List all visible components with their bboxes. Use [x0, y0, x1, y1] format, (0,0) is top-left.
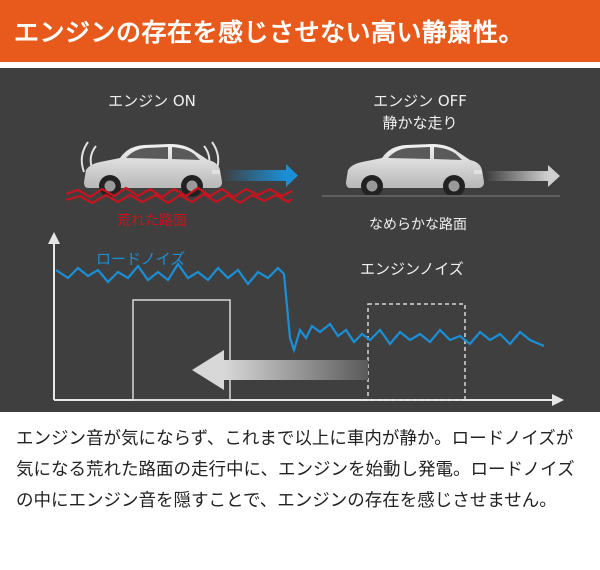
quiet-driving-label: 静かな走り — [382, 114, 457, 132]
blue-arrow-icon — [286, 164, 298, 187]
rough-road-label: 荒れた路面 — [117, 213, 187, 229]
road-noise-line — [55, 262, 545, 354]
blue-arrow-shaft — [222, 170, 286, 181]
engine-on-label: エンジン ON — [108, 92, 196, 110]
engine-noise-label: エンジンノイズ — [360, 260, 464, 278]
grey-arrow-shaft — [486, 171, 548, 181]
big-arrow-shaft — [224, 360, 368, 380]
description-text: エンジン音が気にならず、これまで以上に車内が静か。ロードノイズが気になる荒れた路… — [16, 429, 575, 511]
road-noise-label: ロードノイズ — [96, 250, 185, 268]
engine-noise-box — [367, 303, 466, 401]
diagram-svg: エンジン ON 荒れた路面 エンジン OFF 静かな走り なめらかな路面 — [48, 92, 564, 406]
noise-diagram: エンジン ON 荒れた路面 エンジン OFF 静かな走り なめらかな路面 — [0, 68, 600, 412]
header-banner: エンジンの存在を感じさせない高い静粛性。 — [0, 0, 600, 62]
rough-road-line-icon — [65, 186, 293, 205]
engine-off-label: エンジン OFF — [373, 92, 467, 110]
engine-on-noise-box — [132, 299, 231, 401]
grey-arrow-icon — [548, 165, 560, 187]
car-engine-off-icon — [346, 144, 484, 197]
page-title: エンジンの存在を感じさせない高い静粛性。 — [14, 18, 525, 47]
big-left-arrow-icon — [192, 350, 224, 390]
smooth-road-label: なめらかな路面 — [369, 217, 467, 233]
